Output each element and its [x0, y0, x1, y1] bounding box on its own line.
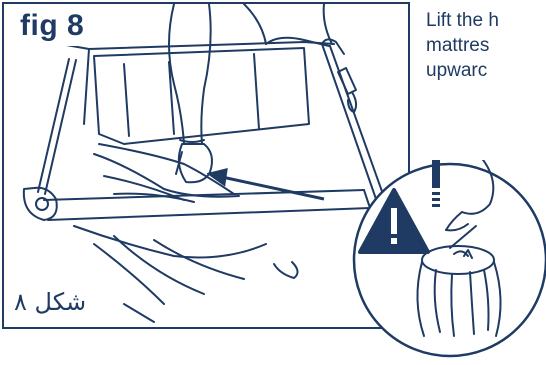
detail-magnifier-circle	[350, 160, 546, 360]
figure-number-label: fig 8	[16, 6, 88, 46]
instruction-text: Lift the h mattres upwarc	[426, 8, 546, 83]
instruction-line-3: upwarc	[426, 58, 546, 83]
figure-panel: fig 8 شكل ٨	[2, 2, 410, 329]
instruction-line-2: mattres	[426, 33, 546, 58]
instruction-line-1: Lift the h	[426, 8, 546, 33]
arabic-figure-caption: شكل ٨	[14, 286, 86, 318]
detail-illustration	[350, 160, 546, 360]
